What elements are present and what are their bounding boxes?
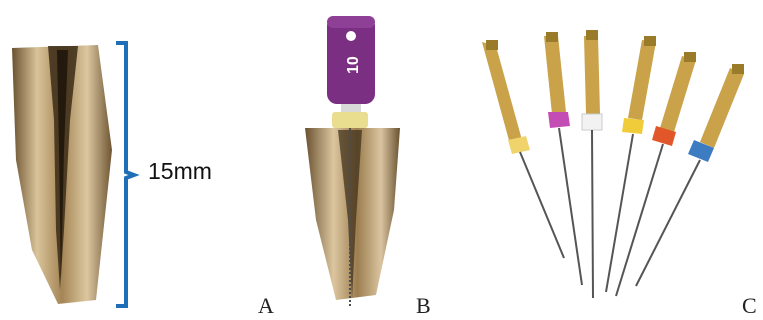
file-6	[636, 64, 744, 286]
panel-c: C	[460, 0, 763, 320]
file-size-number: 10	[345, 56, 362, 74]
panel-a: 15mm A	[0, 0, 300, 320]
file-4	[606, 36, 656, 292]
panel-b-label: B	[416, 293, 431, 319]
file-3	[582, 30, 602, 298]
file-5	[616, 52, 696, 296]
panel-c-label: C	[742, 293, 757, 319]
panel-b: 10 B	[290, 0, 450, 320]
panel-a-label: A	[258, 293, 274, 319]
length-bracket	[110, 40, 140, 310]
length-measurement-label: 15mm	[148, 158, 212, 185]
endodontic-files-image-c	[460, 0, 763, 320]
tooth-with-file-image-b: 10	[290, 0, 450, 320]
file-2	[544, 32, 582, 285]
